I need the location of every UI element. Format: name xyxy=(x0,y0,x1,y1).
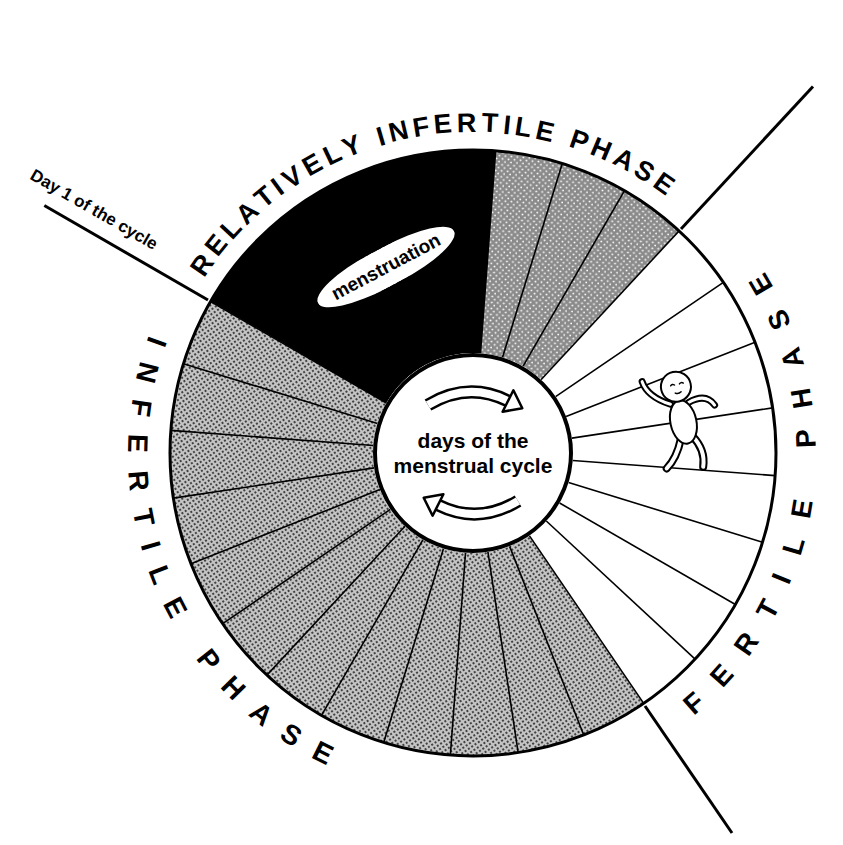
cycle-arrow xyxy=(438,501,518,514)
infertile-sector xyxy=(193,173,753,733)
baby-illustration xyxy=(642,365,727,476)
label-letter: F xyxy=(411,113,432,142)
label-letter: E xyxy=(744,269,778,299)
label-letter: E xyxy=(308,737,337,770)
label-letter: I xyxy=(141,333,170,350)
label-letter: T xyxy=(752,595,785,623)
label-letter: E xyxy=(787,497,818,520)
label-letter: F xyxy=(125,398,155,419)
day-divider xyxy=(322,540,424,716)
cycle-arrow xyxy=(438,501,518,514)
label-letter: E xyxy=(433,111,453,140)
cycle-arrow xyxy=(428,392,508,405)
day-divider xyxy=(510,546,584,735)
arrow-head xyxy=(503,390,523,411)
label-letter: T xyxy=(128,506,159,528)
day-divider xyxy=(191,490,380,564)
label-letter: P xyxy=(192,644,226,676)
label-letter: E xyxy=(533,116,556,146)
label-letter: R xyxy=(123,470,153,492)
phase-label: FERTILE PHASE xyxy=(678,269,821,720)
hub-ground xyxy=(373,353,573,553)
hub-text: days of the menstrual cycle xyxy=(385,428,561,478)
phase-boundary-line xyxy=(645,706,732,833)
day-divider xyxy=(546,521,695,659)
day-divider xyxy=(450,553,465,755)
label-letter: L xyxy=(144,562,176,588)
phase-label: INFERTILE PHASE xyxy=(123,333,338,770)
day-one-label: Day 1 of the cycle xyxy=(26,165,160,254)
label-letter: I xyxy=(373,123,388,151)
label-letter: A xyxy=(777,344,810,371)
day-divider xyxy=(480,151,495,353)
wheel-outline xyxy=(170,150,776,756)
label-letter: F xyxy=(678,687,709,719)
day-divider xyxy=(529,536,643,704)
label-letter: I xyxy=(136,539,165,554)
day-divider xyxy=(569,482,763,542)
day-divider xyxy=(223,509,391,623)
day-divider xyxy=(502,163,562,357)
phase-boundary-line xyxy=(681,87,813,230)
label-letter: E xyxy=(705,660,738,693)
day-dividers xyxy=(59,39,843,845)
day-divider xyxy=(183,364,377,424)
label-letter: T xyxy=(481,110,499,138)
label-letter xyxy=(792,469,820,478)
day-divider xyxy=(211,302,387,404)
label-letter: R xyxy=(457,110,477,137)
label-letter: A xyxy=(244,697,277,731)
label-letter: L xyxy=(513,113,533,142)
day-divider xyxy=(384,549,444,743)
label-letter: S xyxy=(276,719,307,753)
label-letter: I xyxy=(502,111,512,139)
label-letter: R xyxy=(730,627,765,660)
label-letter: N xyxy=(131,359,163,385)
phase-label: RELATIVELY INFERTILE PHASE xyxy=(186,110,679,281)
cycle-arrow xyxy=(428,392,508,405)
label-letter: H xyxy=(787,386,818,411)
label-letter: N xyxy=(386,117,411,148)
day-divider xyxy=(523,191,625,367)
label-letter: I xyxy=(768,570,797,588)
label-letter: E xyxy=(123,434,152,453)
label-letter xyxy=(177,624,205,646)
day-divider xyxy=(488,552,518,753)
day-divider xyxy=(173,468,374,498)
fertile-sector xyxy=(188,168,758,738)
day-divider xyxy=(541,231,679,380)
day-divider xyxy=(560,503,736,605)
day-divider xyxy=(171,430,373,445)
day-divider xyxy=(267,526,405,675)
label-letter: H xyxy=(216,671,250,705)
label-letter: P xyxy=(792,429,821,449)
label-letter: E xyxy=(158,593,191,622)
day-divider xyxy=(566,342,755,416)
hub-circle: days of the menstrual cycle xyxy=(373,353,573,553)
label-letter: L xyxy=(778,534,810,558)
label-letter: S xyxy=(763,305,796,333)
arrow-head xyxy=(424,494,444,515)
